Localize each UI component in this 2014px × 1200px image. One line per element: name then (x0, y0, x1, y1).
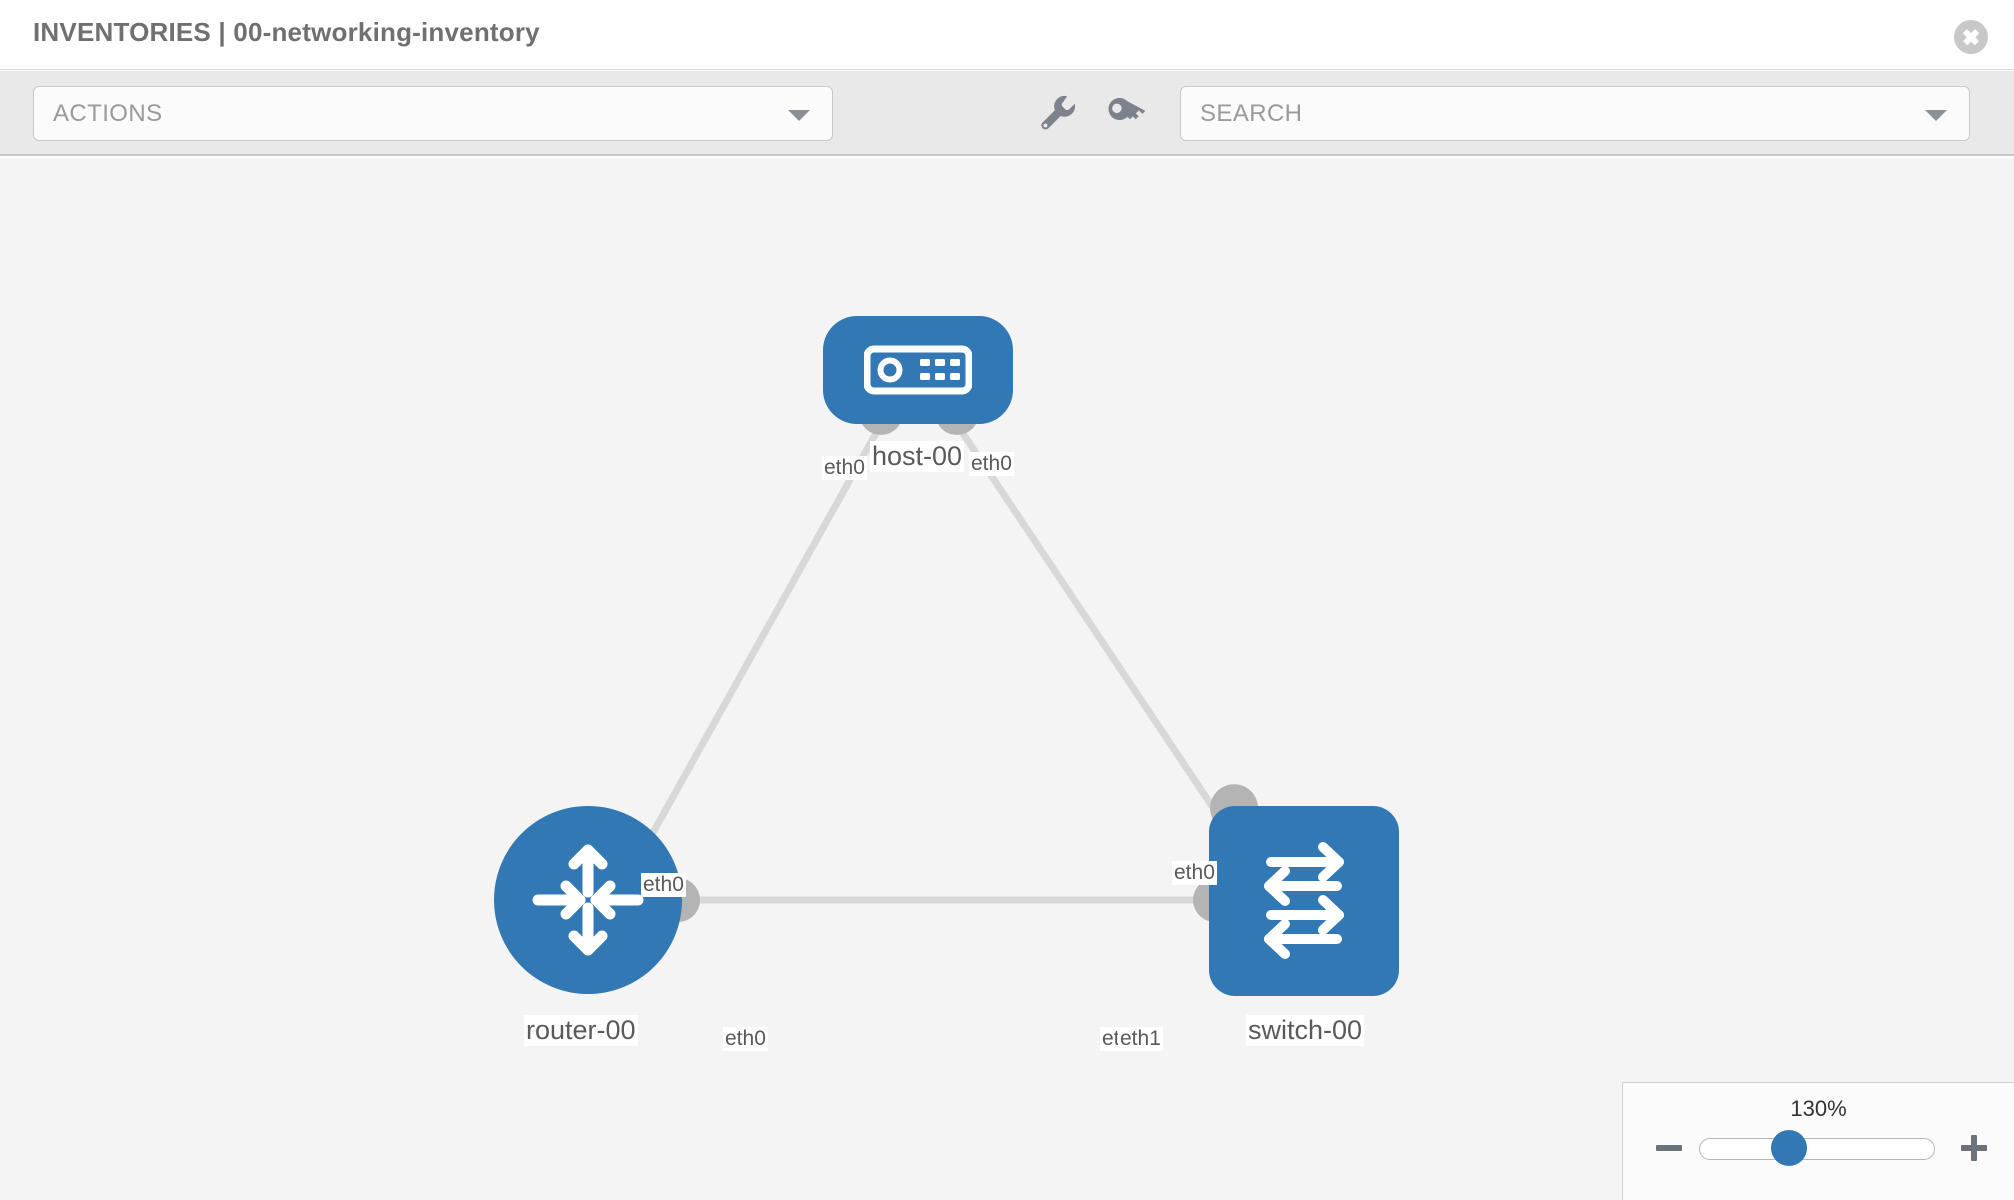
server-icon (864, 345, 972, 395)
router-arrows-icon (532, 844, 644, 956)
link-host-switch (955, 424, 1231, 832)
node-label-host-00: host-00 (870, 441, 965, 472)
port-label-router-uplink-eth0: eth0 (641, 873, 686, 897)
port-label-host-eth0-left: eth0 (822, 456, 867, 480)
toolbar: ACTIONS SEARCH (0, 71, 2014, 156)
port-label-router-eth0: eth0 (723, 1027, 768, 1051)
key-icon[interactable] (1101, 89, 1149, 137)
actions-dropdown[interactable]: ACTIONS (33, 86, 833, 141)
topology-links-layer (646, 424, 1259, 922)
close-icon[interactable] (1954, 20, 1988, 54)
page-title: INVENTORIES | 00-networking-inventory (33, 17, 540, 47)
wrench-icon[interactable] (1034, 89, 1082, 137)
switch-arrows-icon (1264, 842, 1344, 959)
search-input[interactable]: SEARCH (1180, 86, 1970, 141)
chevron-down-icon (1925, 109, 1947, 121)
zoom-level-value: 130% (1790, 1096, 1847, 1121)
topology-canvas[interactable]: host-00 eth0 eth0 (0, 158, 2014, 1200)
zoom-slider-track[interactable] (1699, 1138, 1935, 1160)
link-host-router (646, 424, 884, 840)
search-placeholder: SEARCH (1200, 100, 1303, 127)
zoom-in-button[interactable] (1958, 1132, 1990, 1164)
port-markers (678, 424, 1259, 922)
port-label-switch-eth1: eth1 (1118, 1027, 1163, 1051)
page-header: INVENTORIES | 00-networking-inventory (0, 0, 2014, 70)
port-label-host-eth0-right: eth0 (969, 452, 1014, 476)
port-host-left (862, 424, 900, 435)
node-router-00[interactable] (494, 806, 682, 994)
node-label-router-00: router-00 (524, 1015, 638, 1046)
node-label-switch-00: switch-00 (1246, 1015, 1365, 1046)
zoom-slider-thumb[interactable] (1771, 1130, 1807, 1166)
actions-dropdown-label: ACTIONS (53, 100, 163, 127)
chevron-down-icon (788, 109, 810, 121)
zoom-out-button[interactable] (1653, 1132, 1685, 1164)
port-host-right (938, 424, 976, 435)
zoom-control-panel: 130% (1622, 1082, 2014, 1200)
node-switch-00[interactable] (1209, 806, 1399, 996)
node-host-00[interactable] (823, 316, 1013, 424)
port-label-switch-uplink-eth0: eth0 (1172, 861, 1217, 885)
